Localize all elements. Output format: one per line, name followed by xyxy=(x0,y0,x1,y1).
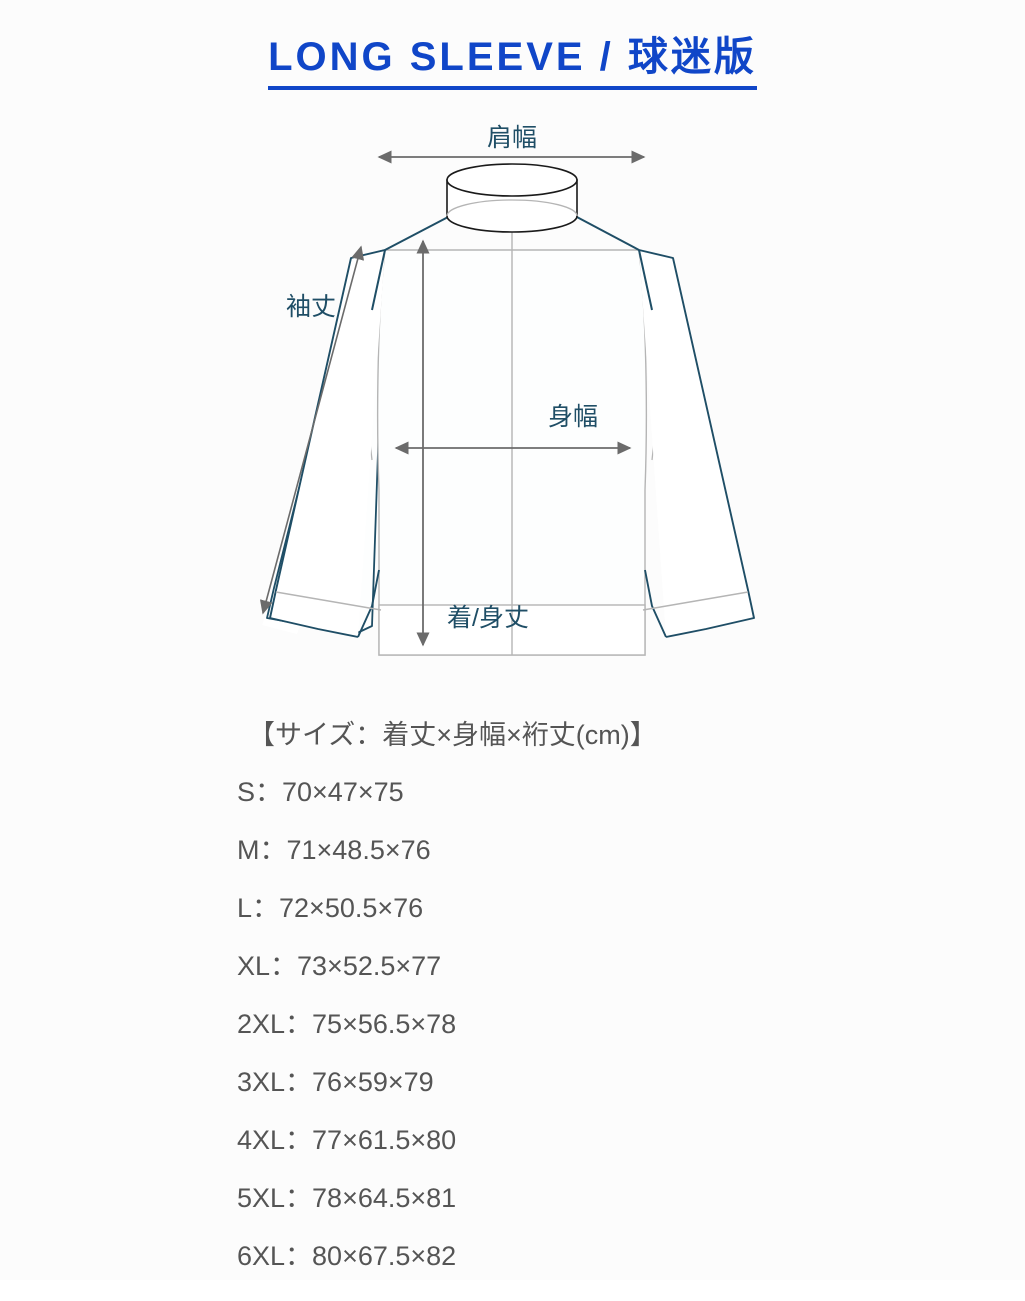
right-shoulder-line xyxy=(574,215,640,251)
sleeve-length-arrow xyxy=(259,245,365,615)
size-row-4xl: 4XL：77×61.5×80 xyxy=(237,1125,457,1155)
size-list-heading: 【サイズ：着丈×身幅×裄丈(cm)】 xyxy=(248,720,657,750)
dimension-body-width: 身幅 xyxy=(394,403,632,455)
size-row-2xl: 2XL：75×56.5×78 xyxy=(237,1009,457,1039)
collar xyxy=(446,163,578,233)
body-length-label: 着/身丈 xyxy=(447,604,529,632)
body-width-label: 身幅 xyxy=(548,403,598,431)
dimension-sleeve-length: 袖丈 xyxy=(259,245,365,615)
right-sleeve-silhouette xyxy=(638,249,755,638)
left-body-side xyxy=(371,249,386,311)
size-row-6xl: 6XL：80×67.5×82 xyxy=(237,1241,457,1271)
size-row-xl: XL：73×52.5×77 xyxy=(237,951,442,981)
size-row-s: S：70×47×75 xyxy=(237,777,404,807)
garment-outline xyxy=(262,163,755,656)
left-sleeve-inner-edge xyxy=(357,569,380,638)
size-list: 【サイズ：着丈×身幅×裄丈(cm)】 S：70×47×75 M：71×48.5×… xyxy=(0,722,1025,1301)
sleeve-length-label: 袖丈 xyxy=(286,293,336,321)
shoulder-width-label: 肩幅 xyxy=(487,124,537,152)
right-sleeve-inner-edge xyxy=(644,569,667,638)
page-title: LONG SLEEVE / 球迷版 xyxy=(268,34,757,90)
right-cuff-seam xyxy=(642,591,749,611)
size-row-m: M：71×48.5×76 xyxy=(237,835,431,865)
size-row-l: L：72×50.5×76 xyxy=(237,893,424,923)
dimension-shoulder-width: 肩幅 xyxy=(377,124,646,164)
collar-bottom-arc xyxy=(446,199,578,217)
garment-diagram: 肩幅 袖丈 身幅 着/身丈 xyxy=(0,110,1025,690)
size-row-3xl: 3XL：76×59×79 xyxy=(237,1067,434,1097)
title-block: LONG SLEEVE / 球迷版 xyxy=(0,34,1025,90)
garment-measurement-illustration: 肩幅 袖丈 身幅 着/身丈 xyxy=(259,124,755,656)
dimension-body-length: 着/身丈 xyxy=(416,239,529,647)
size-row-5xl: 5XL：78×64.5×81 xyxy=(237,1183,457,1213)
right-body-side xyxy=(638,249,653,311)
collar-top-ellipse xyxy=(446,163,578,197)
left-shoulder-line xyxy=(384,215,451,251)
